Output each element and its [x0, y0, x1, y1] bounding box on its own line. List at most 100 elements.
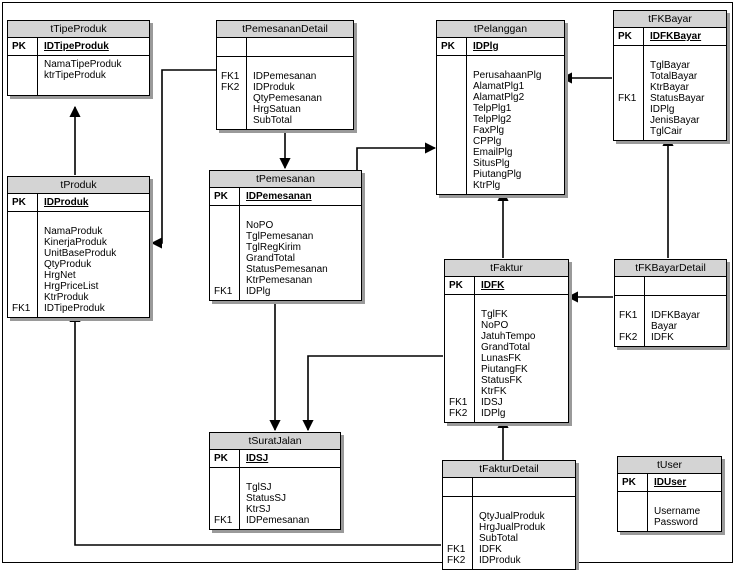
key-label — [449, 320, 474, 331]
attr-field: HrgPriceList — [44, 281, 99, 292]
attr-field: ktrTipeProduk — [44, 70, 106, 81]
pk-field — [247, 38, 353, 56]
entity-title: tFKBayar — [614, 11, 726, 28]
entity-title: tFakturDetail — [443, 461, 575, 478]
pk-field — [645, 277, 726, 295]
attr-field: KtrProduk — [44, 292, 89, 303]
key-column — [618, 492, 648, 531]
attr-field: StatusSJ — [246, 493, 287, 504]
attr-field: KtrPlg — [473, 180, 501, 191]
rel-pemesanandetail-produk — [150, 69, 216, 249]
key-label — [214, 242, 239, 253]
attr-field: IDSJ — [481, 397, 503, 408]
attr-row: Username Password — [618, 492, 721, 531]
attr-field: IDFKBayar — [651, 310, 700, 321]
key-column: FK1 FK2 — [443, 497, 473, 569]
pk-row: PK IDFK — [445, 277, 568, 295]
key-label: FK2 — [449, 408, 468, 419]
attr-column: IDPemesanan IDProduk QtyPemesanan HrgSat… — [247, 57, 353, 129]
attr-field: JatuhTempo — [481, 331, 536, 342]
pk-label: PK — [210, 188, 240, 205]
attr-field: IDPlg — [246, 286, 271, 297]
pk-field: IDFKBayar — [650, 31, 702, 42]
attr-column: IDFKBayar Bayar IDFK — [645, 296, 726, 346]
attr-field: NamaTipeProduk — [44, 59, 122, 70]
attr-row: FK1 FK2 QtyJualProduk HrgJualProduk SubT… — [443, 497, 575, 569]
attr-row: FK1 TglSJ StatusSJ KtrSJ IDPemesanan — [210, 468, 340, 529]
attr-field — [473, 59, 564, 70]
attr-field: EmailPlg — [473, 147, 513, 158]
key-label — [12, 215, 37, 226]
key-label — [449, 309, 474, 320]
attr-column: PerusahaanPlg AlamatPlg1 AlamatPlg2 Telp… — [467, 56, 564, 194]
attr-field: IDPemesanan — [246, 515, 310, 526]
attr-field: SitusPlg — [473, 158, 510, 169]
key-column: FK1 — [8, 212, 38, 317]
entity-title: tPemesananDetail — [217, 21, 353, 38]
attr-row: PerusahaanPlg AlamatPlg1 AlamatPlg2 Telp… — [437, 56, 564, 194]
pk-field: IDTipeProduk — [44, 41, 109, 52]
attr-field: StatusFK — [481, 375, 523, 386]
attr-column: TglSJ StatusSJ KtrSJ IDPemesanan — [240, 468, 340, 529]
entity-tpemesanan: tPemesanan PK IDPemesanan FK1 NoPO TglPe… — [209, 170, 362, 301]
key-label — [447, 533, 472, 544]
attr-field: JenisBayar — [650, 115, 700, 126]
attr-field — [246, 209, 361, 220]
attr-column: NamaTipeProduk ktrTipeProduk — [38, 56, 149, 95]
attr-field — [654, 495, 721, 506]
attr-field: KtrBayar — [650, 82, 689, 93]
attr-field: AlamatPlg1 — [473, 81, 525, 92]
attr-field: Username — [654, 506, 701, 517]
attr-column: QtyJualProduk HrgJualProduk SubTotal IDF… — [473, 497, 575, 569]
key-label — [221, 60, 246, 71]
attr-field: TglRegKirim — [246, 242, 302, 253]
key-label — [12, 270, 37, 281]
attr-row: FK1 NoPO TglPemesanan TglRegKirim GrandT… — [210, 206, 361, 300]
key-label — [618, 71, 643, 82]
entity-tfakturdetail: tFakturDetail FK1 FK2 QtyJualProduk HrgJ… — [442, 460, 576, 570]
entity-title: tSuratJalan — [210, 433, 340, 450]
attr-field: LunasFK — [481, 353, 522, 364]
pk-row: PK IDSJ — [210, 450, 340, 468]
key-label — [449, 353, 474, 364]
key-label — [619, 299, 644, 310]
key-label: FK1 — [12, 303, 31, 314]
pk-label: PK — [8, 194, 38, 211]
key-label — [449, 375, 474, 386]
key-column: FK1 FK2 — [445, 295, 475, 422]
attr-field — [651, 299, 726, 310]
key-label: FK1 — [214, 286, 233, 297]
key-label: FK1 — [214, 515, 233, 526]
attr-field: TelpPlg2 — [473, 114, 512, 125]
key-label — [12, 237, 37, 248]
entity-tpelanggan: tPelanggan PK IDPlg PerusahaanPlg Alamat… — [436, 20, 565, 195]
entity-tfkbayardetail: tFKBayarDetail FK1 FK2 IDFKBayar Bayar I… — [614, 259, 727, 347]
attr-row: FK1 FK2 IDFKBayar Bayar IDFK — [615, 296, 726, 346]
key-label — [12, 281, 37, 292]
key-column — [8, 56, 38, 95]
attr-field — [253, 60, 353, 71]
key-label: FK1 — [221, 71, 240, 82]
pk-row: PK IDFKBayar — [614, 28, 726, 46]
attr-column: TglFK NoPO JatuhTempo GrandTotal LunasFK… — [475, 295, 568, 422]
pk-field: IDPemesanan — [246, 191, 312, 202]
entity-ttipeproduk: tTipeProduk PK IDTipeProduk NamaTipeProd… — [7, 20, 150, 96]
attr-field: StatusPemesanan — [246, 264, 328, 275]
entity-title: tPelanggan — [437, 21, 564, 38]
attr-field: FaxPlg — [473, 125, 505, 136]
attr-field: TglCair — [650, 126, 683, 137]
entity-title: tTipeProduk — [8, 21, 149, 38]
key-column: FK1 — [210, 468, 240, 529]
attr-field: Bayar — [651, 321, 678, 332]
attr-field: PiutangFK — [481, 364, 528, 375]
entity-tsuratjalan: tSuratJalan PK IDSJ FK1 TglSJ StatusSJ K… — [209, 432, 341, 530]
key-label — [214, 493, 239, 504]
attr-field: GrandTotal — [481, 342, 530, 353]
attr-field — [44, 215, 149, 226]
pk-row: PK IDPemesanan — [210, 188, 361, 206]
key-label — [214, 231, 239, 242]
key-column: FK1 — [614, 46, 644, 140]
attr-field: IDTipeProduk — [44, 303, 105, 314]
attr-field: AlamatPlg2 — [473, 92, 525, 103]
pk-label: PK — [614, 28, 644, 45]
